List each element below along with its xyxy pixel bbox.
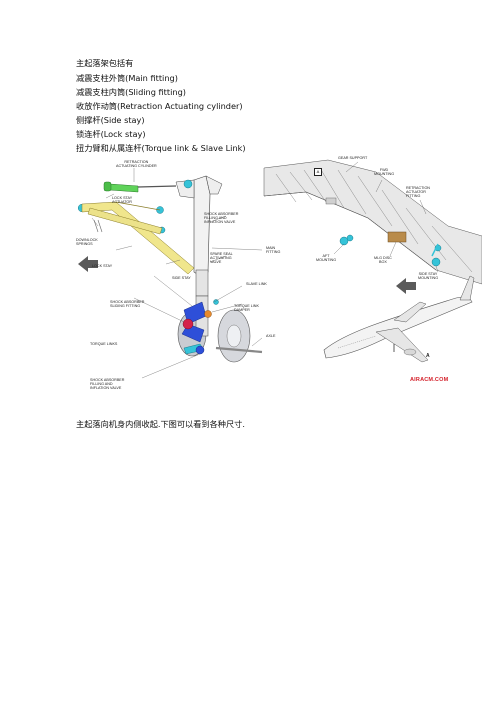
side-stay-shape — [81, 201, 195, 275]
line-mlg-intro: 主起落架包括有 — [76, 58, 134, 68]
line-retraction-cylinder: 收放作动筒(Retraction Actuating cylinder) — [76, 101, 243, 111]
aircraft-shape — [323, 275, 475, 363]
figure-caption: 主起落向机身内侧收起.下图可以看到各种尺寸. — [76, 419, 245, 429]
torque-links-shape — [181, 295, 219, 355]
view-tag-a: A — [314, 168, 322, 176]
label-slave-link: SLAVE LINK — [246, 282, 267, 286]
fwd-arrow-right — [396, 278, 416, 294]
label-torque-links: TORQUE LINKS — [90, 342, 118, 346]
leader-lines-left — [91, 168, 263, 379]
line-side-stay: 侧撑杆(Side stay) — [76, 115, 145, 125]
line-main-fitting: 减震支柱外筒(Main fitting) — [76, 73, 178, 83]
line-sliding-fitting: 减震支柱内筒(Sliding fitting) — [76, 87, 186, 97]
watermark: AIRACM.COM — [410, 377, 449, 383]
aircraft-tag-a: A — [426, 353, 430, 359]
label-gear-support: GEAR SUPPORT — [338, 156, 368, 160]
leader-lines-right — [333, 161, 439, 273]
label-lock-stay: LOCK STAY — [92, 264, 113, 268]
landing-gear-illustration — [77, 159, 483, 379]
gear-support-shape — [263, 159, 483, 285]
label-side-stay: SIDE STAY — [172, 276, 191, 280]
fwd-arrow-left — [78, 256, 98, 272]
line-lock-stay: 锁连杆(Lock stay) — [76, 129, 146, 139]
retraction-cylinder-shape — [103, 181, 177, 193]
main-fitting-shape — [175, 175, 223, 297]
label-axle: AXLE — [266, 334, 276, 338]
line-torque-slave-link: 扭力臂和从属连杆(Torque link & Slave Link) — [76, 143, 246, 153]
